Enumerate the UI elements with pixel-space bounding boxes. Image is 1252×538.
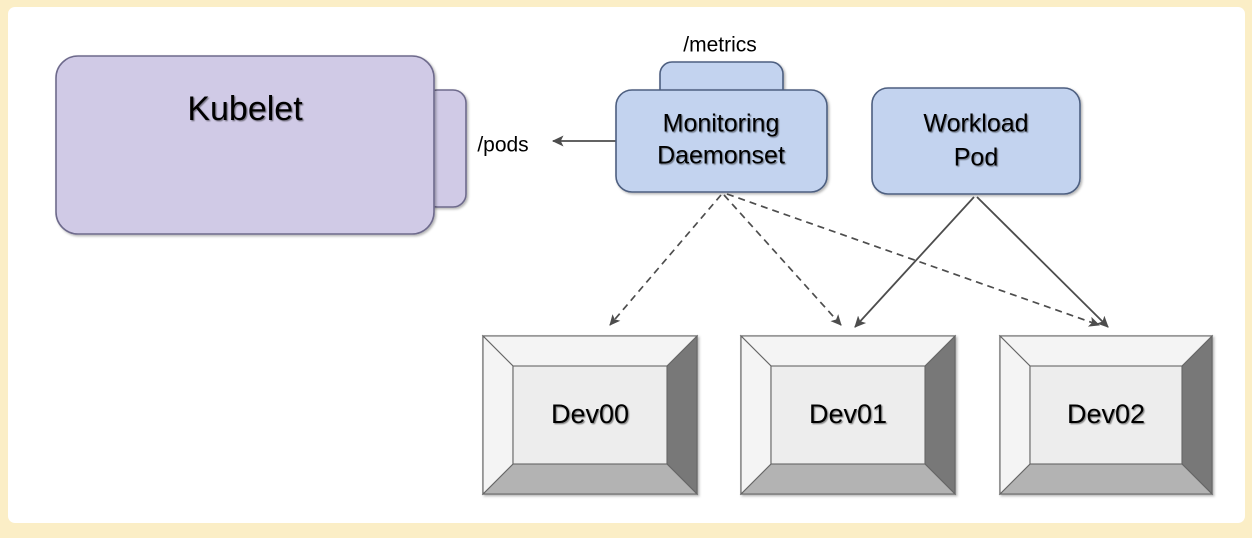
node-dev01[interactable]: Dev01 — [739, 334, 957, 496]
dev02-label: Dev02 — [1067, 399, 1145, 429]
pods-edge-label: /pods — [477, 134, 528, 157]
dev01-bevel-bottom — [739, 463, 957, 495]
dev01-bevel-top — [739, 335, 957, 367]
kubelet-label: Kubelet — [187, 90, 303, 128]
edge-line-daemonset-dev01 — [723, 194, 842, 326]
dev00-label: Dev00 — [551, 399, 629, 429]
node-workload-pod[interactable]: Workload Pod — [871, 87, 1081, 195]
dev02-face — [1029, 365, 1183, 465]
kubelet-body — [55, 55, 435, 235]
metrics-edge-label: /metrics — [683, 34, 757, 57]
workload-pod-label-line1: Workload — [923, 110, 1028, 138]
edge-workload-to-dev02 — [976, 196, 1109, 328]
architecture-diagram-svg: Kubelet /pods Monitoring Daemonset /metr… — [55, 34, 1214, 496]
dev02-bevel-top — [998, 335, 1214, 367]
monitoring-daemonset-body — [615, 89, 828, 193]
node-dev02[interactable]: Dev02 — [998, 334, 1214, 496]
dev00-bevel-bottom — [481, 463, 699, 495]
monitoring-daemonset-label-line2: Daemonset — [657, 142, 785, 170]
dev01-face — [770, 365, 926, 465]
edge-line-daemonset-dev00 — [609, 194, 722, 326]
dev02-bevel-bottom — [998, 463, 1214, 495]
node-dev00[interactable]: Dev00 — [481, 334, 699, 496]
edge-daemonset-to-dev02 — [726, 193, 1100, 327]
monitoring-daemonset-label-line1: Monitoring — [663, 110, 780, 138]
dev00-bevel-top — [481, 335, 699, 367]
node-monitoring-daemonset[interactable]: Monitoring Daemonset — [615, 61, 828, 193]
edge-line-daemonset-dev02 — [726, 193, 1100, 327]
edge-line-workload-dev01 — [854, 196, 975, 328]
edge-daemonset-to-dev00 — [609, 194, 722, 326]
workload-pod-label-line2: Pod — [954, 144, 998, 172]
edge-daemonset-to-dev01 — [723, 194, 842, 326]
edge-workload-to-dev01 — [854, 196, 975, 328]
dev01-label: Dev01 — [809, 399, 887, 429]
dev00-face — [512, 365, 668, 465]
diagram-canvas: Kubelet /pods Monitoring Daemonset /metr… — [8, 7, 1245, 523]
node-kubelet[interactable]: Kubelet — [55, 55, 467, 235]
workload-pod-body — [871, 87, 1081, 195]
edge-line-workload-dev02 — [976, 196, 1109, 328]
